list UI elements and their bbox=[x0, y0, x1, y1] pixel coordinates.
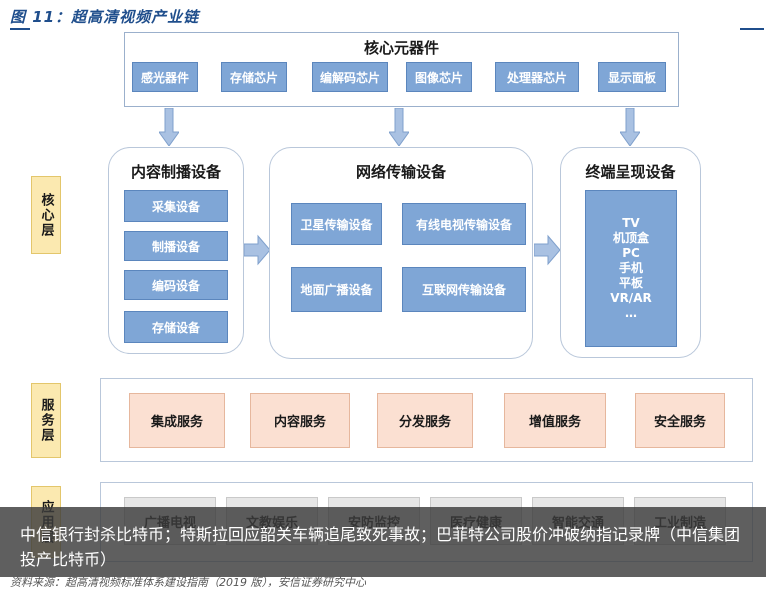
service-layer-box bbox=[100, 378, 753, 462]
service-item: 内容服务 bbox=[250, 393, 350, 448]
core-components-title: 核心元器件 bbox=[363, 39, 439, 57]
title-underline-left bbox=[10, 28, 30, 30]
arrow-right-icon bbox=[534, 234, 560, 266]
chip-image: 图像芯片 bbox=[406, 62, 472, 92]
content-device-item: 编码设备 bbox=[124, 270, 228, 300]
service-item: 安全服务 bbox=[635, 393, 725, 448]
content-device-item: 存储设备 bbox=[124, 311, 228, 343]
content-devices-title: 内容制播设备 bbox=[130, 163, 221, 181]
chip-codec: 编解码芯片 bbox=[312, 62, 388, 92]
terminal-device-item: … bbox=[625, 306, 637, 320]
source-note: 资料来源：超高清视频标准体系建设指南（2019 版），安信证券研究中心 bbox=[10, 576, 366, 589]
arrow-right-icon bbox=[244, 234, 270, 266]
network-devices-box bbox=[269, 147, 533, 359]
terminal-device-item: 手机 bbox=[618, 261, 643, 275]
terminal-device-item: VR/AR bbox=[610, 291, 652, 305]
arrow-down-icon bbox=[620, 108, 640, 146]
service-item: 集成服务 bbox=[129, 393, 225, 448]
chip-storage: 存储芯片 bbox=[221, 62, 287, 92]
content-device-item: 采集设备 bbox=[124, 190, 228, 222]
content-device-item: 制播设备 bbox=[124, 231, 228, 261]
layer-label-core: 核心层 bbox=[31, 176, 61, 254]
network-device-item: 有线电视传输设备 bbox=[402, 203, 526, 245]
service-item: 分发服务 bbox=[377, 393, 473, 448]
terminal-device-item: 平板 bbox=[618, 276, 643, 290]
figure-title: 图 11：超高清视频产业链 bbox=[10, 8, 200, 26]
terminal-devices-title: 终端呈现设备 bbox=[585, 163, 676, 181]
chip-processor: 处理器芯片 bbox=[495, 62, 579, 92]
terminal-device-list: TV 机顶盒 PC 手机 平板 VR/AR … bbox=[585, 190, 677, 347]
arrow-down-icon bbox=[159, 108, 179, 146]
core-components-box bbox=[124, 32, 679, 107]
terminal-device-item: PC bbox=[622, 246, 640, 260]
network-device-item: 卫星传输设备 bbox=[291, 203, 382, 245]
chip-display: 显示面板 bbox=[598, 62, 666, 92]
title-underline-right bbox=[740, 28, 764, 30]
network-device-item: 地面广播设备 bbox=[291, 267, 382, 312]
network-devices-title: 网络传输设备 bbox=[355, 163, 446, 181]
service-item: 增值服务 bbox=[504, 393, 606, 448]
chip-sensor: 感光器件 bbox=[132, 62, 198, 92]
arrow-down-icon bbox=[389, 108, 409, 146]
news-overlay bbox=[0, 507, 766, 577]
news-overlay-text: 中信银行封杀比特币；特斯拉回应韶关车辆追尾致死事故；巴菲特公司股价冲破纳指记录牌… bbox=[20, 525, 741, 569]
network-device-item: 互联网传输设备 bbox=[402, 267, 526, 312]
layer-label-service: 服务层 bbox=[31, 383, 61, 458]
terminal-device-item: TV bbox=[622, 216, 640, 230]
terminal-device-item: 机顶盒 bbox=[612, 231, 649, 245]
